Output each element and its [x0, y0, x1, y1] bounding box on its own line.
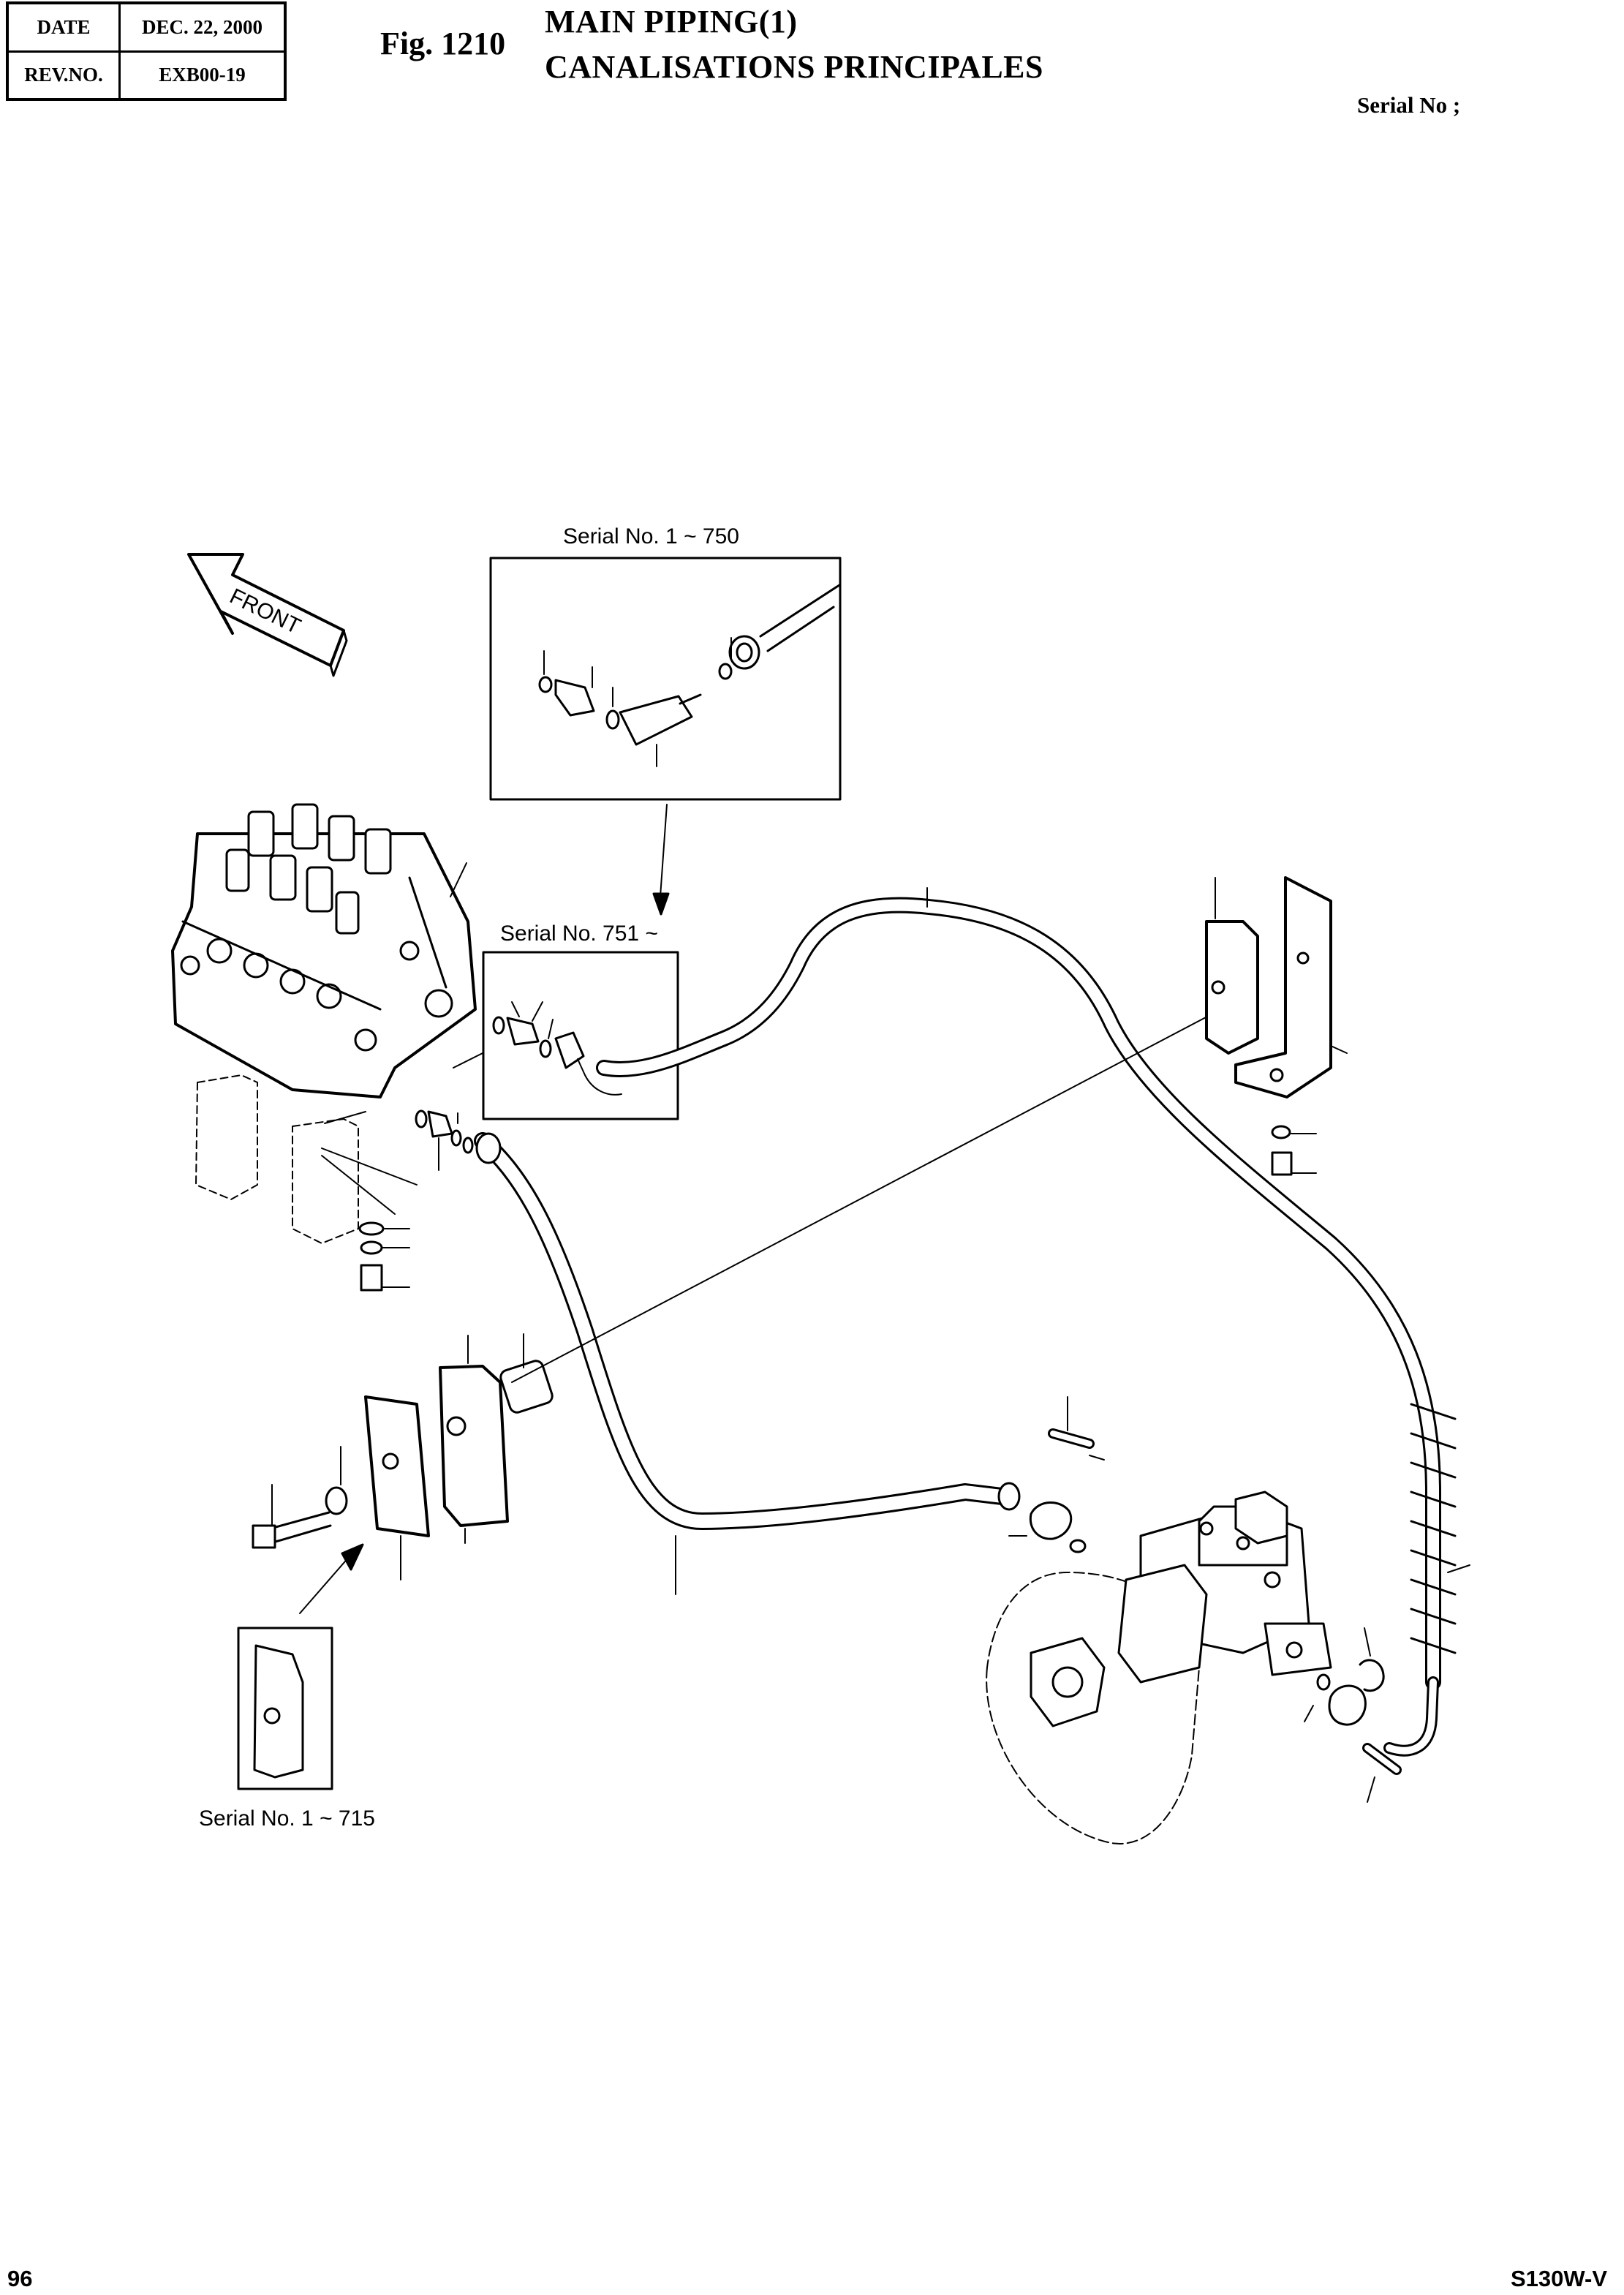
hose-clamp-assembly	[252, 1009, 1222, 1614]
title-french: CANALISATIONS PRINCIPALES	[545, 49, 1043, 85]
hydraulic-pump-assembly	[986, 1491, 1332, 1844]
revision-table: DATE DEC. 22, 2000 REV.NO. EXB00-19	[6, 1, 287, 101]
figure-number: Fig. 1210	[380, 26, 506, 61]
date-label: DATE	[6, 1, 121, 53]
valve-mounting-bolts	[358, 1221, 410, 1292]
pump-flange-fittings	[1008, 1396, 1402, 1803]
lower-hose	[474, 1132, 1021, 1595]
model-number: S130W-V	[1511, 2266, 1608, 2291]
valve-fittings	[415, 1052, 483, 1171]
rev-label: REV.NO.	[6, 50, 121, 101]
title-english: MAIN PIPING(1)	[545, 4, 798, 39]
inset-serial-1-750	[489, 557, 842, 916]
rev-value: EXB00-19	[118, 50, 287, 101]
inset-serial-1-715	[237, 1627, 333, 1790]
serial-header: Serial No ;	[1357, 92, 1461, 118]
inset-top-serial-label: Serial No. 1 ~ 750	[563, 524, 739, 549]
right-mounting-bracket	[1205, 876, 1348, 1176]
page-number: 96	[7, 2266, 33, 2291]
inset-mid-serial-label: Serial No. 751 ~	[500, 922, 658, 946]
upper-hose	[577, 887, 1470, 1757]
valve-brackets	[195, 1074, 418, 1244]
date-value: DEC. 22, 2000	[118, 1, 287, 53]
control-valve-assembly	[171, 803, 477, 1098]
inset-bottom-serial-label: Serial No. 1 ~ 715	[199, 1806, 375, 1831]
inset-serial-751	[482, 951, 679, 1120]
front-arrow-icon: FRONT	[187, 553, 348, 677]
